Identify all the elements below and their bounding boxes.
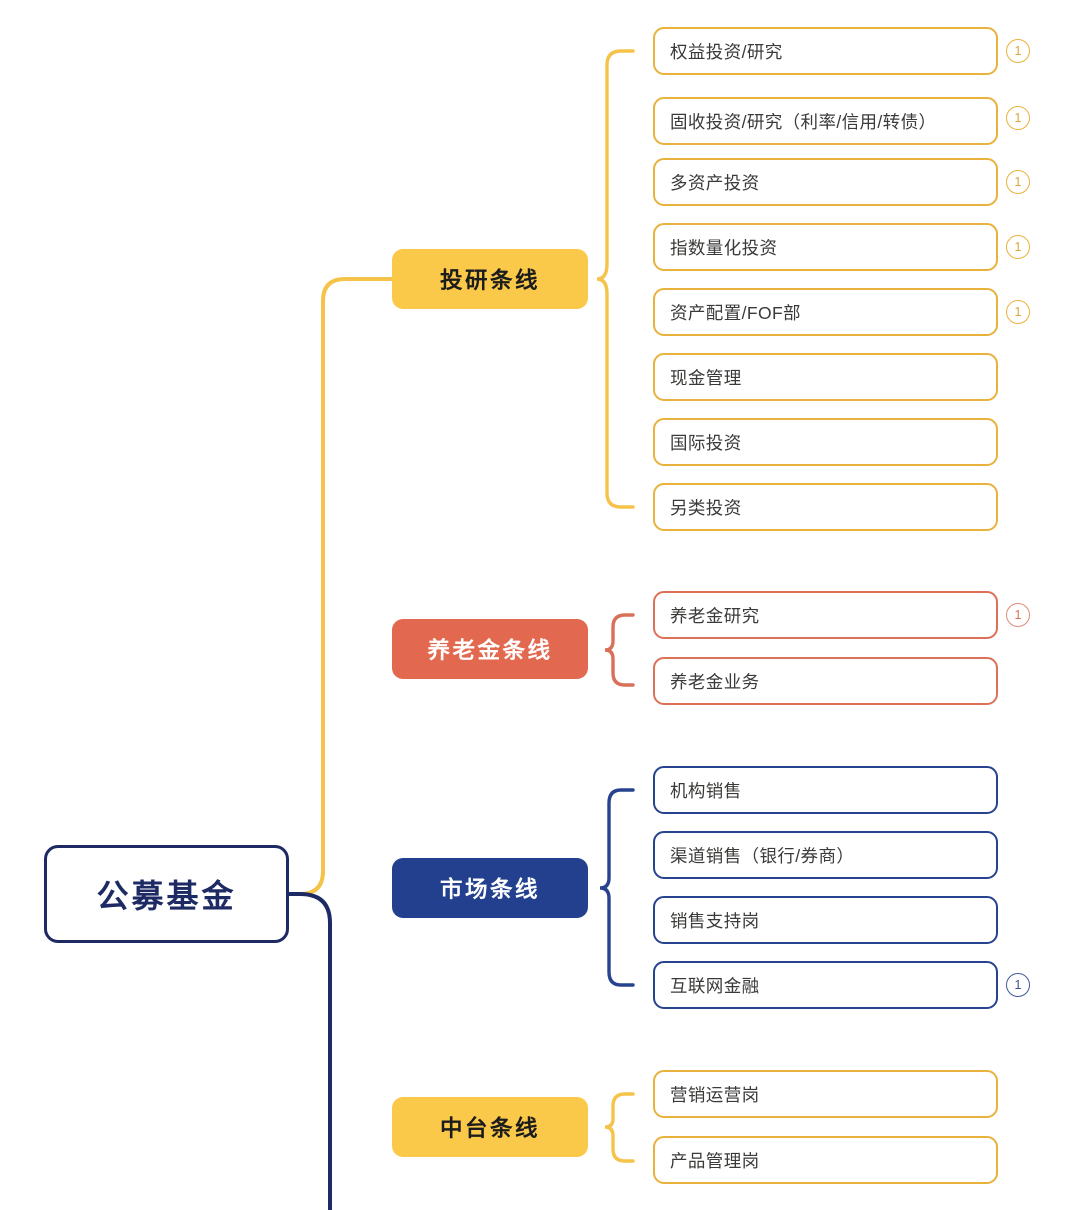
branch-node-pension[interactable]: 养老金条线 (392, 619, 588, 679)
leaf-badge-label: 1 (1014, 304, 1022, 319)
leaf-badge: 1 (1006, 170, 1030, 194)
leaf-node[interactable]: 产品管理岗 (653, 1136, 998, 1184)
leaf-node[interactable]: 现金管理 (653, 353, 998, 401)
leaf-node[interactable]: 互联网金融 (653, 961, 998, 1009)
leaf-node-label: 资产配置/FOF部 (670, 302, 801, 323)
leaf-node[interactable]: 权益投资/研究 (653, 27, 998, 75)
leaf-badge: 1 (1006, 973, 1030, 997)
bracket-branch-0 (596, 49, 635, 509)
leaf-node[interactable]: 指数量化投资 (653, 223, 998, 271)
leaf-badge: 1 (1006, 106, 1030, 130)
leaf-node-label: 固收投资/研究（利率/信用/转债） (670, 111, 937, 132)
leaf-node-label: 销售支持岗 (670, 910, 760, 931)
leaf-node-label: 机构销售 (670, 780, 742, 801)
leaf-badge: 1 (1006, 39, 1030, 63)
branch-node-label: 养老金条线 (427, 638, 553, 663)
leaf-badge-label: 1 (1014, 239, 1022, 254)
branch-node-market[interactable]: 市场条线 (392, 858, 588, 918)
leaf-node-label: 多资产投资 (670, 172, 760, 193)
leaf-node[interactable]: 机构销售 (653, 766, 998, 814)
leaf-badge-label: 1 (1014, 43, 1022, 58)
leaf-node[interactable]: 销售支持岗 (653, 896, 998, 944)
leaf-badge: 1 (1006, 300, 1030, 324)
bracket-branch-1 (604, 613, 635, 687)
leaf-node[interactable]: 另类投资 (653, 483, 998, 531)
leaf-node-label: 养老金业务 (670, 671, 760, 692)
leaf-badge: 1 (1006, 235, 1030, 259)
bracket-branch-2 (599, 788, 635, 987)
leaf-node[interactable]: 国际投资 (653, 418, 998, 466)
leaf-node-label: 营销运营岗 (670, 1084, 760, 1105)
leaf-node-label: 互联网金融 (670, 975, 760, 996)
leaf-node-label: 权益投资/研究 (670, 41, 783, 62)
root-node[interactable]: 公募基金 (44, 845, 289, 943)
branch-node-investment-research[interactable]: 投研条线 (392, 249, 588, 309)
leaf-node[interactable]: 资产配置/FOF部 (653, 288, 998, 336)
branch-node-label: 市场条线 (439, 877, 540, 902)
leaf-badge-label: 1 (1014, 174, 1022, 189)
leaf-node[interactable]: 多资产投资 (653, 158, 998, 206)
leaf-node[interactable]: 养老金业务 (653, 657, 998, 705)
leaf-node[interactable]: 营销运营岗 (653, 1070, 998, 1118)
wire-root-to-branch-0 (287, 277, 394, 896)
leaf-badge-label: 1 (1014, 607, 1022, 622)
wire-root-trunk-navy (287, 892, 332, 1210)
leaf-node-label: 指数量化投资 (670, 237, 778, 258)
leaf-node[interactable]: 渠道销售（银行/券商） (653, 831, 998, 879)
leaf-node[interactable]: 养老金研究 (653, 591, 998, 639)
branch-node-middle-office[interactable]: 中台条线 (392, 1097, 588, 1157)
leaf-node-label: 另类投资 (670, 497, 742, 518)
leaf-badge-label: 1 (1014, 110, 1022, 125)
leaf-node-label: 现金管理 (670, 367, 742, 388)
leaf-node-label: 养老金研究 (670, 605, 760, 626)
leaf-node-label: 产品管理岗 (670, 1150, 760, 1171)
leaf-badge: 1 (1006, 603, 1030, 627)
root-node-label: 公募基金 (96, 878, 237, 914)
branch-node-label: 投研条线 (439, 268, 540, 293)
leaf-node-label: 国际投资 (670, 432, 742, 453)
branch-node-label: 中台条线 (439, 1116, 540, 1141)
bracket-branch-3 (604, 1092, 635, 1163)
leaf-node[interactable]: 固收投资/研究（利率/信用/转债） (653, 97, 998, 145)
leaf-node-label: 渠道销售（银行/券商） (670, 845, 855, 866)
leaf-badge-label: 1 (1014, 977, 1022, 992)
